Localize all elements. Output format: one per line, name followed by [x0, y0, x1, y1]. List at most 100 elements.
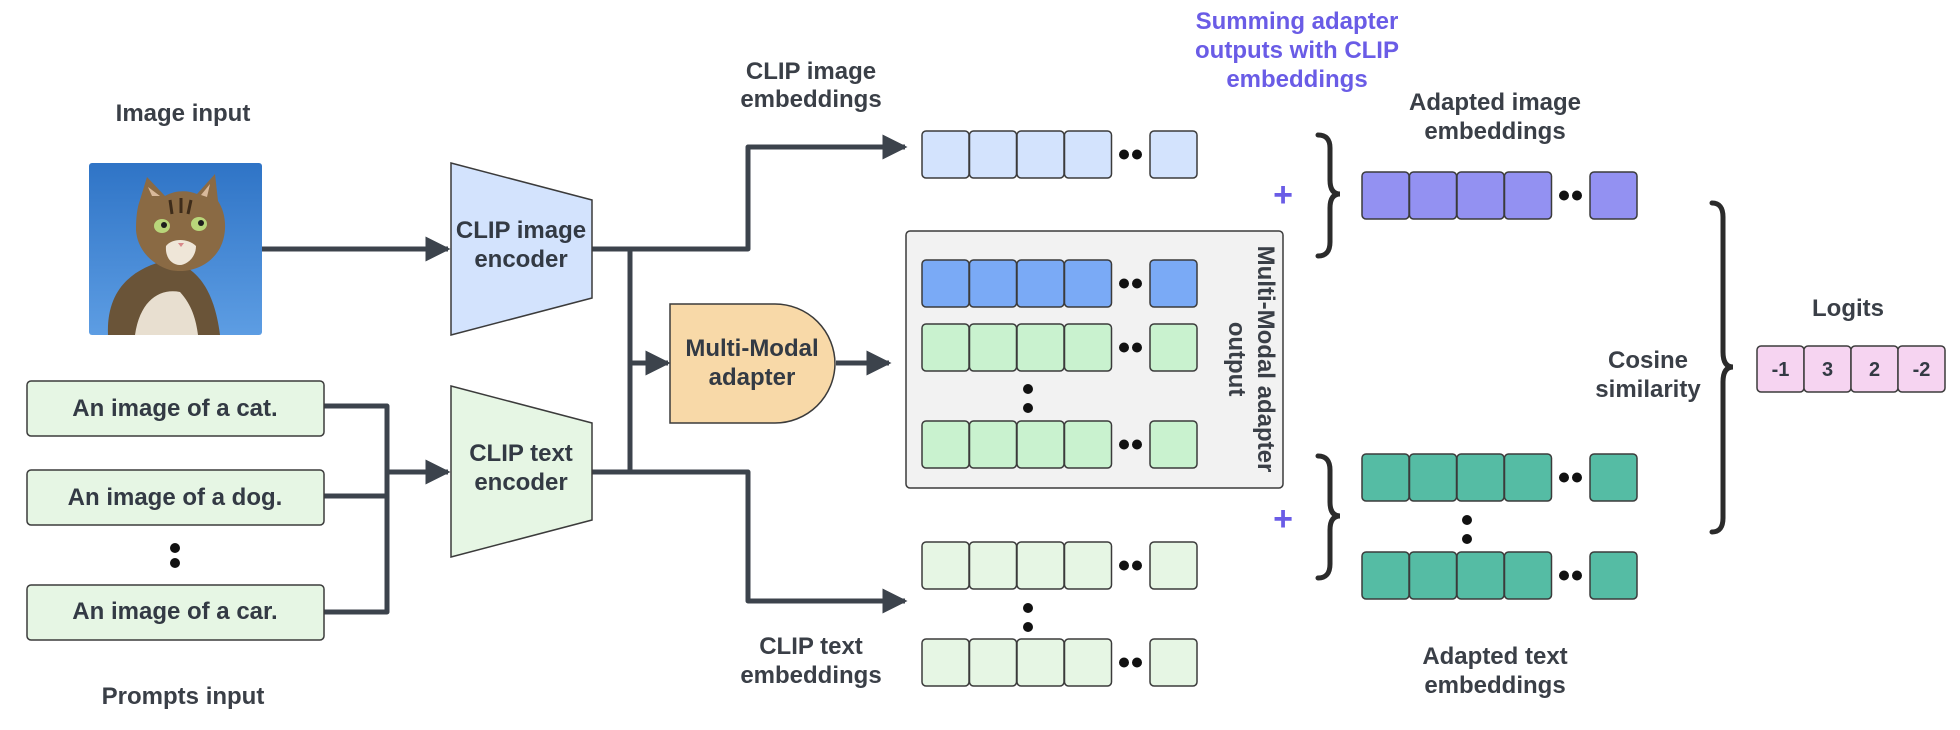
- embedding-cell: [1589, 453, 1638, 502]
- ellipsis-dots-icon: [1559, 570, 1582, 581]
- embedding-cell: [968, 259, 1018, 308]
- embedding-cell: [1503, 171, 1553, 220]
- embedding-cell: [1589, 171, 1638, 220]
- embedding-cell: [1149, 259, 1198, 308]
- ellipsis-dots-icon: [1119, 278, 1142, 289]
- clip-image-encoder: CLIP image encoder: [450, 162, 593, 336]
- adapted-image-embedding-vector: [1361, 171, 1638, 220]
- clip-image-embeddings-label-2: embeddings: [740, 86, 881, 113]
- ellipsis-dots-icon: [1559, 190, 1582, 201]
- prompt-box-car: An image of a car.: [26, 584, 325, 641]
- logit-value: 2: [1869, 359, 1880, 381]
- embedding-cell: [1503, 453, 1553, 502]
- ellipsis-dots-icon: [1119, 560, 1142, 571]
- embedding-cell: [1589, 551, 1638, 600]
- embedding-cell: [1063, 420, 1113, 469]
- embedding-cell: [1016, 130, 1065, 179]
- embedding-cell: [968, 638, 1018, 687]
- embedding-cell: [921, 420, 970, 469]
- embedding-cell: [1503, 551, 1553, 600]
- ellipsis-dots-icon: [1559, 472, 1582, 483]
- curly-brace-icon: [1709, 200, 1734, 535]
- adapted-image-label-2: embeddings: [1424, 118, 1565, 145]
- embedding-cell: [1063, 259, 1113, 308]
- vertical-ellipsis-icon: [1462, 515, 1472, 544]
- adapted-image-label-1: Adapted image: [1409, 89, 1581, 116]
- summing-note-line-1: Summing adapter: [1196, 8, 1399, 35]
- embedding-cell: [1016, 259, 1065, 308]
- adapter-image-output-vector: [921, 259, 1198, 308]
- logits-label: Logits: [1812, 295, 1884, 322]
- embedding-cell: [968, 130, 1018, 179]
- vertical-ellipsis-icon: [1023, 603, 1033, 632]
- prompt-text-dog: An image of a dog.: [68, 484, 283, 511]
- embedding-cell: [1456, 453, 1505, 502]
- adapted-text-embedding-vector: [1361, 453, 1638, 502]
- ellipsis-dots-icon: [1119, 149, 1142, 160]
- text-encoder-line-1: CLIP text: [469, 440, 573, 467]
- embedding-cell: [1149, 420, 1198, 469]
- embedding-cell: [1456, 551, 1505, 600]
- image-encoder-line-2: encoder: [474, 246, 567, 273]
- arrow-text-embeddings: [592, 469, 908, 614]
- curly-brace-icon: [1315, 132, 1341, 259]
- embedding-cell: [921, 130, 970, 179]
- connectors: [262, 134, 908, 615]
- adapter-text-output-vector: [921, 323, 1198, 372]
- adapter-output-label-1: Multi-Modal adapter: [1252, 246, 1279, 473]
- vertical-ellipsis-icon: [170, 543, 180, 568]
- embedding-cell: [1063, 638, 1113, 687]
- clip-text-encoder: CLIP text encoder: [450, 385, 593, 558]
- ellipsis-dots-icon: [1119, 439, 1142, 450]
- text-encoder-line-2: encoder: [474, 469, 567, 496]
- vertical-ellipsis-icon: [1023, 384, 1033, 413]
- prompt-box-cat: An image of a cat.: [26, 380, 325, 437]
- adapter-output-label-2: output: [1223, 322, 1250, 397]
- image-input-label: Image input: [116, 100, 251, 127]
- cosine-similarity-label-2: similarity: [1595, 376, 1701, 403]
- adapter-line-2: adapter: [709, 364, 796, 391]
- cat-photo: [89, 163, 262, 335]
- ellipsis-dots-icon: [1119, 657, 1142, 668]
- embedding-cell: [1063, 130, 1113, 179]
- adapted-text-embedding-vector: [1361, 551, 1638, 600]
- prompt-box-dog: An image of a dog.: [26, 469, 325, 526]
- embedding-cell: [968, 323, 1018, 372]
- summing-note-line-3: embeddings: [1226, 66, 1367, 93]
- embedding-cell: [1361, 171, 1410, 220]
- adapter-line-1: Multi-Modal: [685, 335, 818, 362]
- logit-cell: 3: [1803, 345, 1852, 393]
- logit-cell: 2: [1850, 345, 1899, 393]
- prompts-input-label: Prompts input: [102, 683, 265, 710]
- logit-value: 3: [1822, 359, 1833, 381]
- curly-brace-icon: [1315, 453, 1341, 581]
- logit-cell: -1: [1756, 345, 1805, 393]
- clip-text-embedding-vector: [921, 638, 1198, 687]
- cosine-similarity-label-1: Cosine: [1608, 347, 1688, 374]
- adapted-text-label-2: embeddings: [1424, 672, 1565, 699]
- line-prompt-1: [324, 403, 390, 472]
- clip-text-embedding-vector: [921, 541, 1198, 590]
- clip-image-embeddings-label-1: CLIP image: [746, 58, 876, 85]
- embedding-cell: [1456, 171, 1505, 220]
- prompt-text-car: An image of a car.: [72, 598, 277, 625]
- embedding-cell: [1408, 551, 1458, 600]
- adapted-text-label-1: Adapted text: [1422, 643, 1567, 670]
- embedding-cell: [921, 259, 970, 308]
- clip-text-embeddings-label-2: embeddings: [740, 662, 881, 689]
- embedding-vectors: [921, 130, 1638, 687]
- logit-cell: -2: [1897, 345, 1946, 393]
- embedding-cell: [968, 420, 1018, 469]
- ellipsis-dots-icon: [1119, 342, 1142, 353]
- embedding-cell: [1149, 323, 1198, 372]
- plus-icon: +: [1273, 176, 1293, 214]
- embedding-cell: [1016, 323, 1065, 372]
- embedding-cell: [1408, 453, 1458, 502]
- prompt-text-cat: An image of a cat.: [72, 395, 277, 422]
- embedding-cell: [1149, 638, 1198, 687]
- image-encoder-line-1: CLIP image: [456, 217, 586, 244]
- embedding-cell: [1063, 541, 1113, 590]
- embedding-cell: [1016, 541, 1065, 590]
- embedding-cell: [1408, 171, 1458, 220]
